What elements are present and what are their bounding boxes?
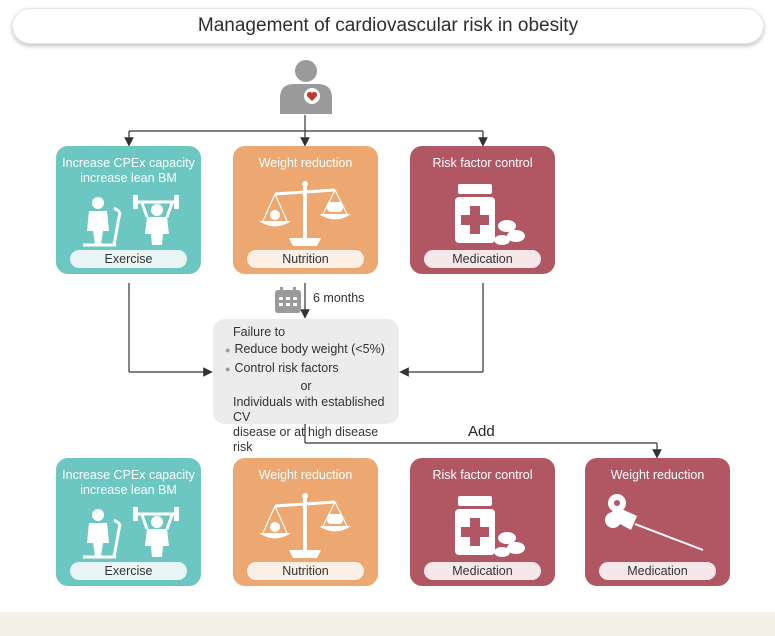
card-category-pill: Medication — [424, 250, 541, 268]
card-label: Risk factor control — [432, 156, 533, 170]
card-category-pill: Medication — [424, 562, 541, 580]
failure-title: Failure to — [233, 325, 286, 339]
card-exercise-bottom: Increase CPEx capacity increase lean BM … — [56, 458, 201, 586]
footer-band — [0, 612, 775, 636]
calendar-icon — [275, 287, 301, 313]
card-label: increase lean BM — [80, 171, 177, 185]
treadmill-icon — [83, 509, 122, 559]
card-label: increase lean BM — [80, 483, 177, 497]
person-heart-icon — [280, 60, 332, 114]
failure-bullet: ●Control risk factors — [225, 361, 339, 375]
failure-bullet: ●Reduce body weight (<5%) — [225, 342, 385, 356]
card-category-pill: Nutrition — [247, 250, 364, 268]
card-medication-top: Risk factor control Medication — [410, 146, 555, 274]
page-title: Management of cardiovascular risk in obe… — [12, 8, 764, 44]
card-exercise-top: Increase CPEx capacity increase lean BM … — [56, 146, 201, 274]
injection-pen-icon — [605, 494, 704, 551]
add-label: Add — [468, 423, 495, 440]
pills-icon — [494, 532, 525, 557]
exercise-icon-group — [83, 195, 179, 247]
card-category-pill: Exercise — [70, 562, 187, 580]
pills-icon — [494, 220, 525, 245]
failure-criteria-box: Failure to ●Reduce body weight (<5%) ●Co… — [213, 319, 399, 454]
card-nutrition-bottom: Weight reduction Nutrition — [233, 458, 378, 586]
treadmill-icon — [83, 197, 122, 247]
bullet-icon: ● — [225, 345, 231, 355]
bullet-icon: ● — [225, 364, 231, 374]
pill-bottle-icon — [455, 184, 495, 243]
failure-or: or — [300, 379, 312, 393]
weightlifter-icon — [133, 195, 179, 245]
card-label: Increase CPEx capacity — [62, 156, 195, 170]
card-label: Weight reduction — [610, 468, 705, 482]
pill-bottle-icon — [455, 496, 495, 555]
card-medication-bottom: Risk factor control Medication — [410, 458, 555, 586]
card-label: Weight reduction — [258, 156, 353, 170]
failure-individuals: Individuals with established CV disease … — [233, 395, 385, 454]
card-category-pill: Exercise — [70, 250, 187, 268]
card-category-pill: Medication — [599, 562, 716, 580]
card-label: Risk factor control — [432, 468, 533, 482]
scale-icon — [259, 181, 351, 246]
card-label: Increase CPEx capacity — [62, 468, 195, 482]
card-nutrition-top: Weight reduction Nutrition — [233, 146, 378, 274]
card-weight-medication-bottom: Weight reduction Medication — [585, 458, 730, 586]
card-category-pill: Nutrition — [247, 562, 364, 580]
interval-label: 6 months — [313, 291, 365, 305]
scale-icon — [259, 493, 351, 558]
exercise-icon-group — [83, 507, 179, 559]
card-label: Weight reduction — [258, 468, 353, 482]
weightlifter-icon — [133, 507, 179, 557]
